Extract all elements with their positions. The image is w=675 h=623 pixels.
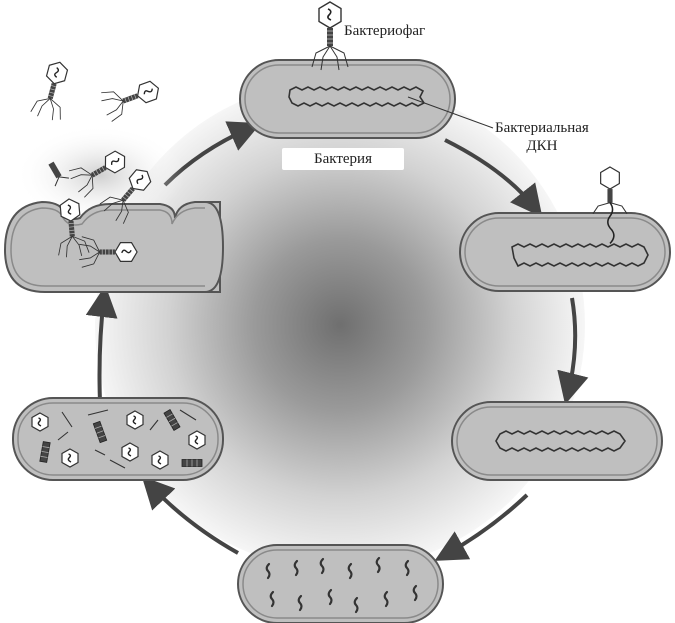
cycle-arrow-icon [434, 493, 529, 561]
stage-assembly [12, 397, 224, 481]
bacterial-dna [511, 243, 649, 268]
cycle-arrow-icon [85, 285, 118, 403]
bacterial-dna-label: Бактериальная ДКН [495, 119, 589, 155]
lysed-bacterium-cell [3, 200, 221, 293]
stage-lysis [3, 57, 225, 293]
stage-dna-replication [451, 401, 663, 481]
lysis-burst-cloud [15, 125, 185, 225]
dna-label-leader [407, 96, 494, 129]
stage-dna-fragments [237, 544, 444, 623]
bacterial-dna-label-line1: Бактериальная [495, 120, 589, 136]
bacteriophage-icon [98, 73, 165, 124]
bacterial-dna-label-line2: ДКН [526, 138, 558, 154]
cycle-arrow-icon [557, 297, 589, 405]
bacterium-cell [459, 212, 671, 292]
released-phage-tail [48, 161, 69, 187]
bacterium-cell [451, 401, 663, 481]
bacterial-dna [495, 430, 626, 452]
bacteriophage-icon [29, 57, 76, 123]
bacteriophage-label: Бактериофаг [344, 23, 426, 39]
cycle-arrow-icon [141, 476, 239, 555]
bacterium-label: Бактерия [282, 148, 404, 170]
cycle-arrows [85, 121, 589, 561]
stage-attachment [239, 1, 494, 139]
bacterium-cell [239, 59, 456, 139]
stage-injection [459, 166, 671, 292]
bacteriophage-icon [592, 166, 628, 244]
phage-components [31, 409, 206, 470]
cycle-arrow-icon [444, 138, 543, 218]
bacterium-cell [237, 544, 444, 623]
